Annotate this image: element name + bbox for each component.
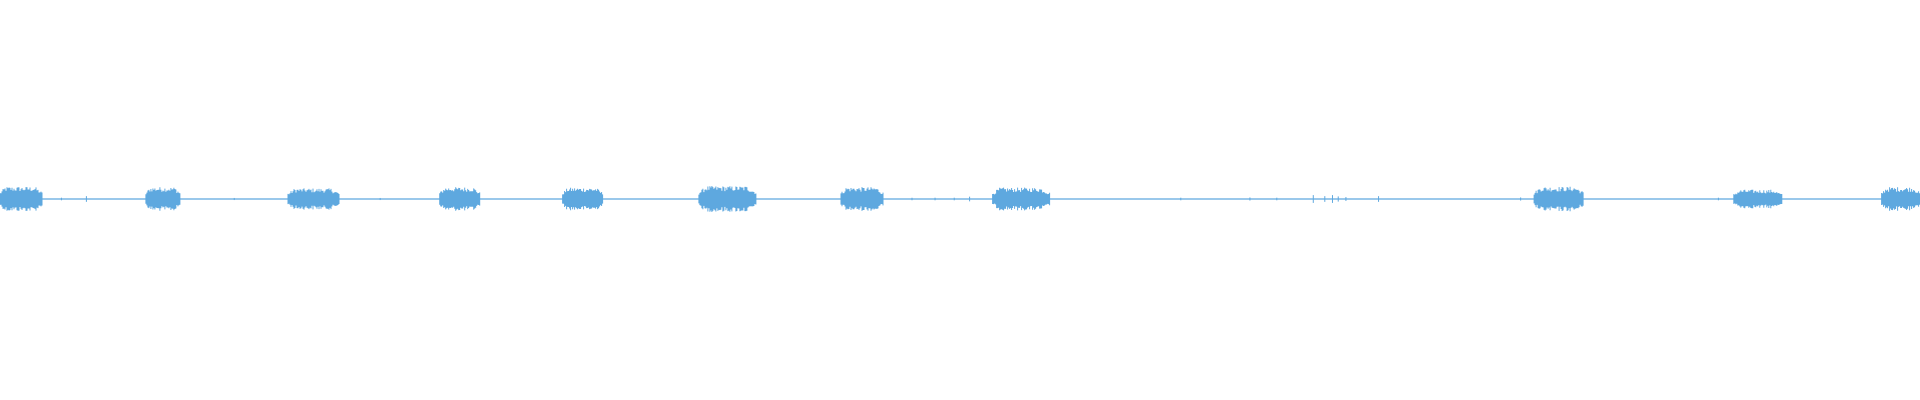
waveform-segment — [145, 187, 181, 211]
waveform-segment-bars — [287, 188, 340, 210]
waveform-noise-blips — [60, 195, 1719, 203]
waveform-segment-bars — [1733, 189, 1783, 209]
waveform-segment-bars — [698, 186, 757, 212]
waveform-segment-bars — [439, 187, 481, 211]
waveform-segment — [287, 188, 340, 210]
waveform-segment — [1881, 187, 1920, 211]
waveform-segment — [0, 187, 43, 211]
waveform-segment — [698, 186, 757, 212]
waveform-segment-bars — [1533, 186, 1584, 212]
waveform-segment-bars — [562, 187, 604, 211]
waveform-segment — [439, 187, 481, 211]
waveform-segment — [1733, 189, 1783, 209]
waveform-segment — [840, 187, 884, 211]
waveform-segment — [562, 187, 604, 211]
waveform-segment — [992, 187, 1051, 211]
waveform-segment — [1533, 186, 1584, 212]
waveform-segment-bars — [992, 187, 1051, 211]
waveform-segment-bars — [1881, 187, 1920, 211]
waveform-segment-bars — [0, 187, 43, 211]
waveform-segment-bars — [840, 187, 884, 211]
waveform-segments — [0, 186, 1920, 212]
waveform-segment-bars — [145, 187, 181, 211]
